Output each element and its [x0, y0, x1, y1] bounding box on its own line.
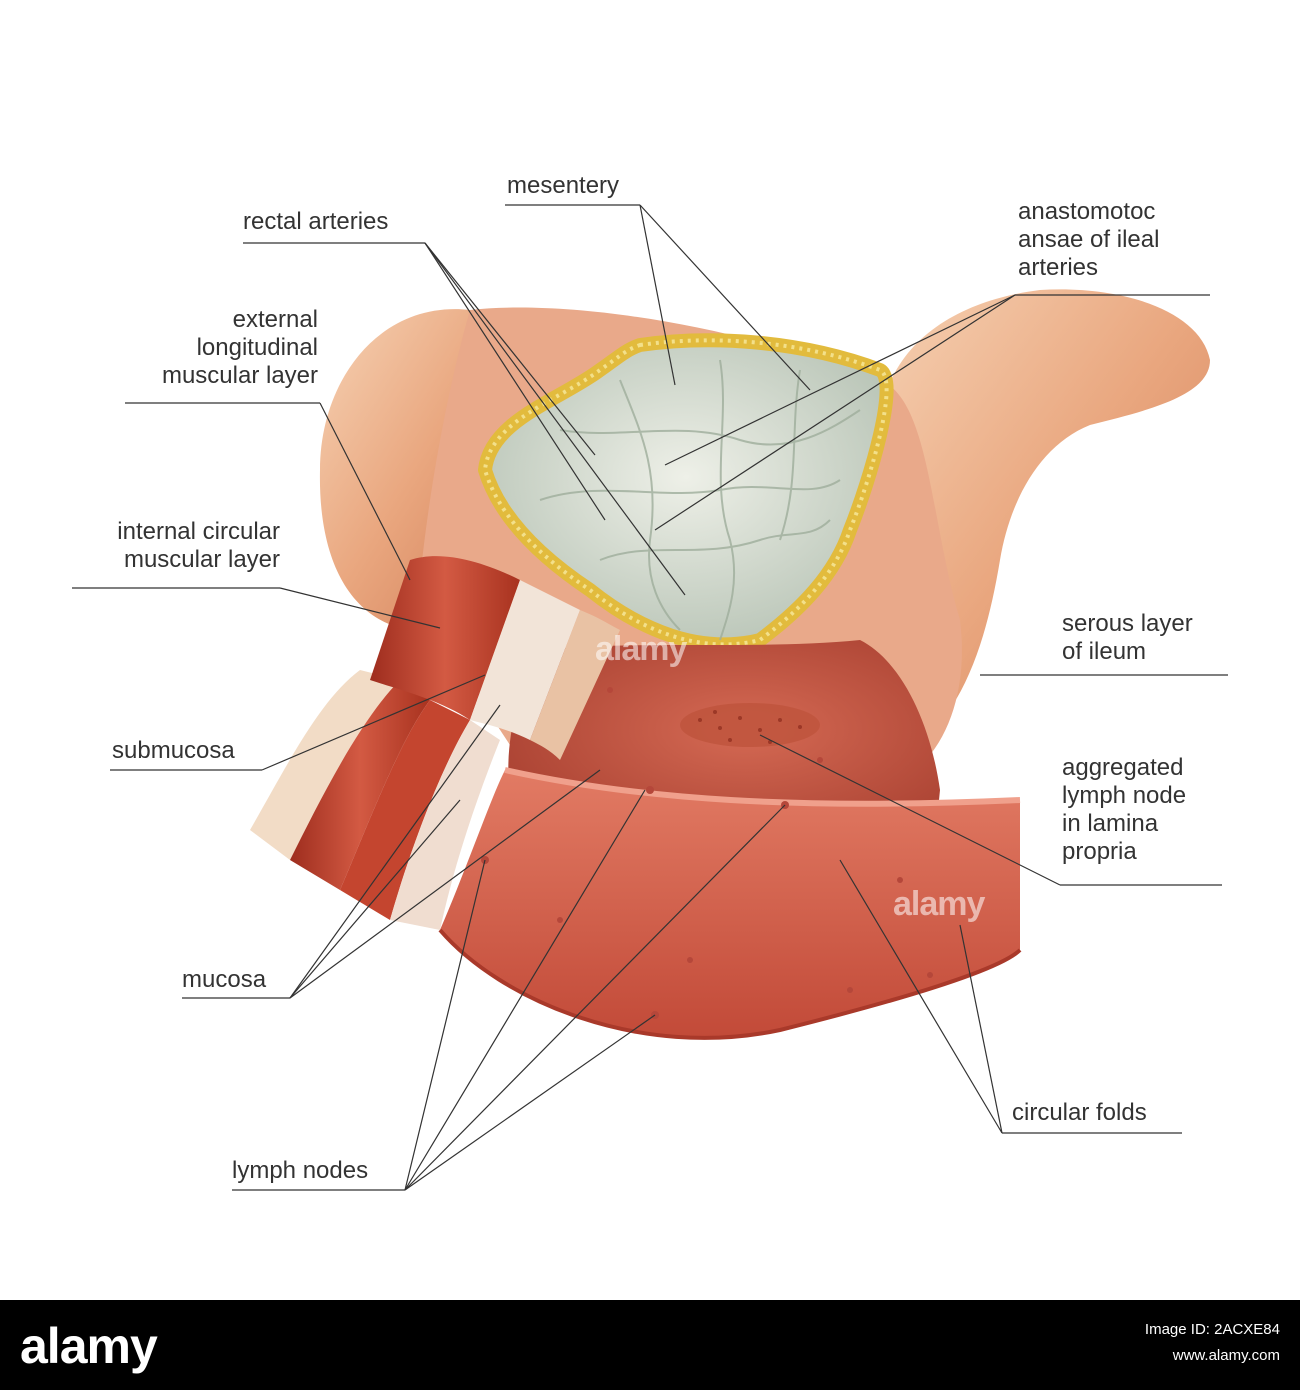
- label-circular-folds: circular folds: [1012, 1099, 1147, 1126]
- watermark-center: alamy: [595, 630, 687, 668]
- stock-footer-bar: alamy Image ID: 2ACXE84 www.alamy.com: [0, 1300, 1300, 1390]
- label-mucosa: mucosa: [182, 966, 267, 993]
- diagram-canvas: alamy alamy mesentery rectal arteries an…: [72, 172, 1228, 1191]
- mucosa-front-band: [440, 770, 1020, 1038]
- layer-serosa-cut: [250, 670, 400, 860]
- peyers-patch: [680, 703, 820, 747]
- footer-url: www.alamy.com: [1172, 1347, 1280, 1364]
- muscle-ring-upper: [370, 556, 520, 720]
- layer-submucosa-cut: [390, 720, 500, 930]
- layer-circular-muscle: [340, 700, 470, 920]
- label-mesentery: mesentery: [507, 172, 620, 199]
- leader-lines: [72, 204, 1228, 1191]
- mesentery-vessels: [539, 359, 861, 641]
- label-aggregated-lymph-node: aggregated lymph node in lamina propria: [1062, 754, 1187, 865]
- label-anastomotic-ansae: anastomotoc ansae of ileal arteries: [1018, 198, 1160, 281]
- footer-image-id: Image ID: 2ACXE84: [1144, 1321, 1280, 1338]
- label-lymph-nodes: lymph nodes: [232, 1157, 369, 1184]
- submucosa-ring-upper: [470, 580, 580, 740]
- layer-longitudinal-muscle: [290, 680, 430, 890]
- ileum-illustration: [72, 204, 1228, 1191]
- watermark-right: alamy: [893, 885, 985, 923]
- label-external-longitudinal: external longitudinal muscular layer: [161, 306, 318, 389]
- label-internal-circular: internal circular muscular layer: [117, 518, 280, 573]
- label-submucosa: submucosa: [112, 737, 235, 764]
- footer-brand-logo: alamy: [20, 1318, 158, 1374]
- label-serous-layer: serous layer of ileum: [1062, 610, 1193, 665]
- label-rectal-arteries: rectal arteries: [243, 208, 389, 235]
- lymph-node-dots: [481, 687, 933, 1019]
